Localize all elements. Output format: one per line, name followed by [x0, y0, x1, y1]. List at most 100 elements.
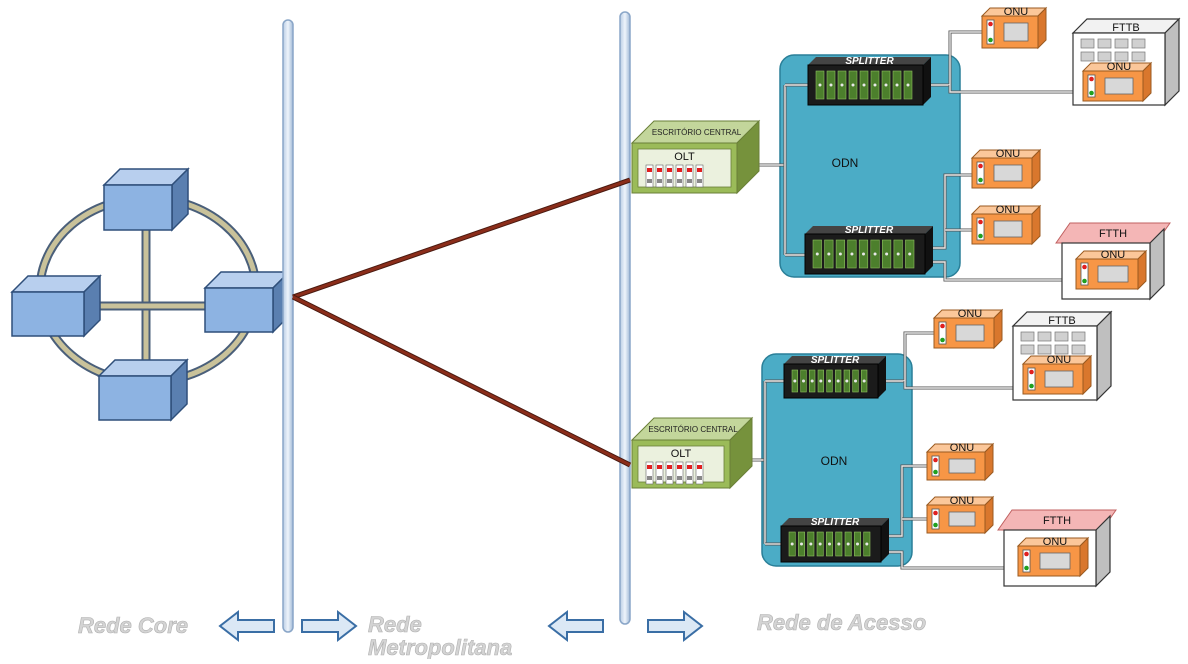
onu-3: ONU — [925, 495, 995, 535]
status-led-green-icon — [940, 337, 945, 343]
fiber-wire — [925, 261, 1062, 281]
ftth-label: FTTH — [1099, 228, 1127, 240]
olt-panel — [637, 148, 732, 188]
arrow-left-core-icon — [218, 609, 275, 643]
status-led-red-icon — [933, 510, 938, 516]
odn-label: ODN — [821, 454, 848, 468]
status-led-red-icon — [978, 219, 983, 225]
onu-1: ONU — [980, 6, 1048, 50]
fiber-wire — [923, 31, 982, 86]
status-led-green-icon — [1089, 90, 1094, 96]
access-network-upper: ODN ESCRITÓRIO CENTRAL OLT SPLITTER SPLITTER… — [630, 6, 1181, 301]
section-labels: Rede Core Rede Metropolitana Rede de Ace… — [78, 609, 927, 661]
status-led-red-icon — [940, 323, 945, 329]
onu-display — [1044, 370, 1074, 388]
onu-display — [955, 324, 985, 342]
window-icon — [1097, 51, 1112, 62]
splitter-label: SPLITTER — [811, 517, 860, 528]
splitter-label: SPLITTER — [811, 355, 860, 366]
fiber-lower — [292, 295, 631, 467]
onu-3: ONU — [970, 204, 1042, 246]
onu-label: ONU — [950, 442, 975, 454]
olt-label: OLT — [674, 151, 695, 163]
olt-central-office: ESCRITÓRIO CENTRAL OLT — [630, 119, 761, 195]
fttb-label: FTTB — [1048, 315, 1076, 327]
window-icon — [1080, 38, 1095, 49]
metro-access-boundary — [619, 11, 631, 625]
window-icon — [1080, 51, 1095, 62]
ftth-building: FTTH ONU — [997, 509, 1117, 588]
window-icon — [1020, 344, 1035, 355]
status-led-green-icon — [933, 522, 938, 528]
core-network — [10, 167, 291, 422]
fiber-upper — [292, 178, 631, 299]
onu-label: ONU — [1107, 61, 1132, 73]
window-icon — [1114, 51, 1129, 62]
onu-label: ONU — [950, 495, 975, 507]
window-icon — [1131, 38, 1146, 49]
onu-display — [993, 220, 1023, 238]
core-router-top — [102, 167, 190, 232]
window-icon — [1114, 38, 1129, 49]
office-label: ESCRITÓRIO CENTRAL — [652, 128, 742, 137]
fiber-wire — [878, 332, 934, 382]
onu-label: ONU — [958, 308, 983, 320]
onu-display — [948, 511, 976, 527]
fiber-wire — [904, 381, 1013, 389]
status-led-red-icon — [978, 163, 983, 169]
metro-fibers — [291, 177, 632, 468]
window-icon — [1097, 38, 1112, 49]
ftth-onu: ONU — [1016, 536, 1090, 578]
onu-display — [948, 458, 976, 474]
status-led-green-icon — [988, 37, 993, 43]
olt-label: OLT — [671, 448, 692, 460]
window-icon — [1037, 331, 1052, 342]
core-metro-boundary — [282, 19, 294, 633]
onu-1: ONU — [932, 308, 1004, 350]
label-rede-acesso: Rede de Acesso — [757, 610, 926, 635]
splitter-label: SPLITTER — [845, 56, 894, 67]
onu-label: ONU — [1043, 536, 1068, 548]
window-icon — [1054, 331, 1069, 342]
onu-label: ONU — [1004, 6, 1029, 18]
odn-label: ODN — [832, 156, 859, 170]
label-rede-core: Rede Core — [78, 613, 188, 638]
splitter-top: SPLITTER — [807, 56, 931, 106]
core-router-left — [10, 274, 102, 338]
arrow-left-metro-icon — [547, 609, 604, 643]
access-network-lower: ODN ESCRITÓRIO CENTRAL OLT SPLITTER SPLITTER… — [630, 308, 1117, 588]
arrow-right-metro-icon — [301, 609, 358, 643]
window-icon — [1020, 331, 1035, 342]
label-rede-metropolitana-line2: Metropolitana — [368, 635, 512, 659]
onu-label: ONU — [996, 148, 1021, 160]
splitter-label: SPLITTER — [845, 225, 894, 236]
label-rede-metropolitana-line1: Rede — [368, 612, 422, 637]
onu-label: ONU — [1047, 354, 1072, 366]
window-icon — [1054, 344, 1069, 355]
onu-2: ONU — [925, 442, 995, 482]
splitter-bottom: SPLITTER — [780, 517, 889, 563]
status-led-green-icon — [978, 177, 983, 183]
status-led-green-icon — [978, 233, 983, 239]
fttb-onu: ONU — [1021, 354, 1093, 396]
core-router-right — [203, 270, 291, 334]
status-led-green-icon — [1029, 383, 1034, 389]
ftth-label: FTTH — [1043, 515, 1071, 527]
onu-display — [993, 164, 1023, 182]
fiber-wire — [881, 551, 1004, 569]
fiber-wire — [925, 174, 972, 249]
fttb-building: FTTB ONU — [1011, 310, 1113, 402]
status-led-red-icon — [1024, 551, 1029, 557]
office-label: ESCRITÓRIO CENTRAL — [648, 425, 738, 434]
fttb-label: FTTB — [1112, 22, 1140, 34]
fttb-building: FTTB ONU — [1071, 17, 1181, 107]
olt-central-office: ESCRITÓRIO CENTRAL OLT — [630, 416, 754, 490]
onu-display — [1097, 265, 1129, 283]
fttb-onu: ONU — [1081, 61, 1153, 103]
onu-label: ONU — [996, 204, 1021, 216]
window-icon — [1071, 331, 1086, 342]
onu-2: ONU — [970, 148, 1042, 190]
